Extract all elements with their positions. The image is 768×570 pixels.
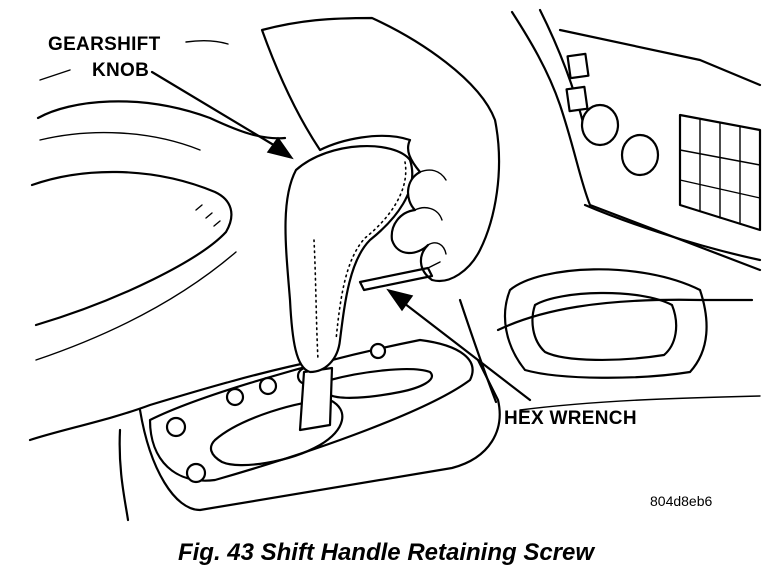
gearshift-label-leader	[185, 39, 229, 45]
dashboard-panel	[510, 8, 762, 272]
gearshift-knob-label-line1: GEARSHIFT	[48, 34, 161, 55]
seat-cushion	[30, 100, 287, 361]
figure-caption: Fig. 43 Shift Handle Retaining Screw	[178, 539, 595, 566]
hex-wrench-arrow	[386, 288, 532, 402]
hex-wrench-label: HEX WRENCH	[504, 408, 637, 429]
gearshift-knob	[284, 145, 414, 374]
hex-wrench	[358, 261, 441, 292]
technician-hand	[260, 16, 501, 283]
shift-lever	[298, 366, 334, 432]
center-console	[28, 268, 761, 522]
gearshift-knob-label-line2: KNOB	[92, 60, 149, 81]
gearshift-knob-arrow	[150, 70, 294, 160]
seat-edge-tick	[39, 69, 71, 81]
figure-code: 804d8eb6	[650, 493, 713, 509]
